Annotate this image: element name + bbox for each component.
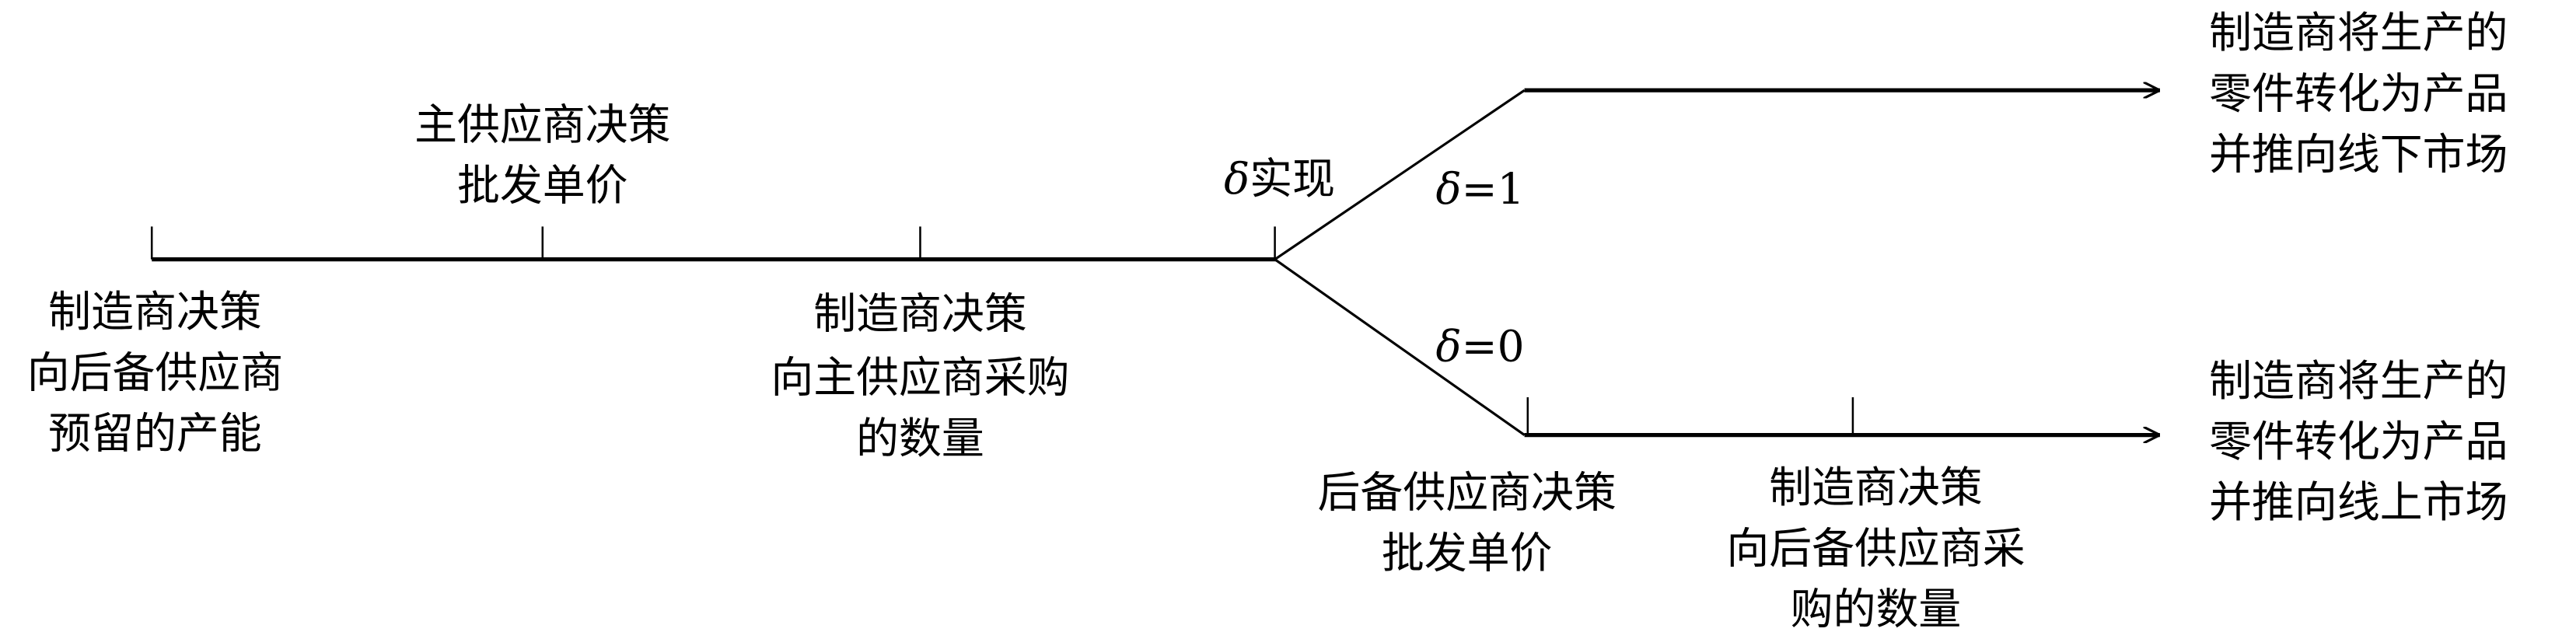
outcome-online: 制造商将生产的 零件转化为产品 并推向线上市场	[2209, 356, 2508, 527]
svg-text:制造商决策: 制造商决策	[813, 288, 1026, 338]
svg-text:并推向线上市场: 并推向线上市场	[2209, 477, 2508, 527]
svg-text:后备供应商决策: 后备供应商决策	[1318, 468, 1617, 518]
svg-text:预留的产能: 预留的产能	[48, 408, 261, 458]
svg-text:并推向线下市场: 并推向线下市场	[2209, 130, 2508, 180]
branch-0-label: δ=0	[1436, 322, 1525, 372]
outcome-offline: 制造商将生产的 零件转化为产品 并推向线下市场	[2209, 8, 2508, 179]
svg-text:批发单价: 批发单价	[457, 161, 628, 211]
svg-text:向后备供应商采: 向后备供应商采	[1726, 523, 2025, 573]
svg-text:向后备供应商: 向后备供应商	[27, 347, 283, 397]
svg-text:制造商决策: 制造商决策	[1769, 463, 1982, 512]
backup-price-label: 后备供应商决策 批发单价	[1318, 468, 1617, 578]
top-label: 主供应商决策 批发单价	[414, 100, 670, 210]
middle-label: 制造商决策 向主供应商采购 的数量	[771, 288, 1069, 463]
svg-text:购的数量: 购的数量	[1791, 584, 1962, 632]
lower-branch-diagonal	[1274, 258, 1526, 436]
svg-text:主供应商决策: 主供应商决策	[414, 100, 670, 149]
branch-1-label: δ=1	[1436, 164, 1525, 214]
svg-text:批发单价: 批发单价	[1382, 529, 1553, 578]
backup-qty-label: 制造商决策 向后备供应商采 购的数量	[1726, 463, 2025, 632]
svg-text:制造商决策: 制造商决策	[48, 287, 261, 337]
svg-text:的数量: 的数量	[856, 414, 984, 463]
svg-text:向主供应商采购: 向主供应商采购	[771, 353, 1069, 403]
svg-text:制造商将生产的: 制造商将生产的	[2209, 8, 2508, 58]
delta-realize-label: δ实现	[1224, 154, 1335, 204]
left-label: 制造商决策 向后备供应商 预留的产能	[27, 287, 283, 458]
upper-branch-diagonal	[1274, 89, 1526, 260]
svg-text:零件转化为产品: 零件转化为产品	[2209, 68, 2508, 118]
svg-text:零件转化为产品: 零件转化为产品	[2209, 417, 2508, 466]
svg-text:制造商将生产的: 制造商将生产的	[2209, 356, 2508, 406]
